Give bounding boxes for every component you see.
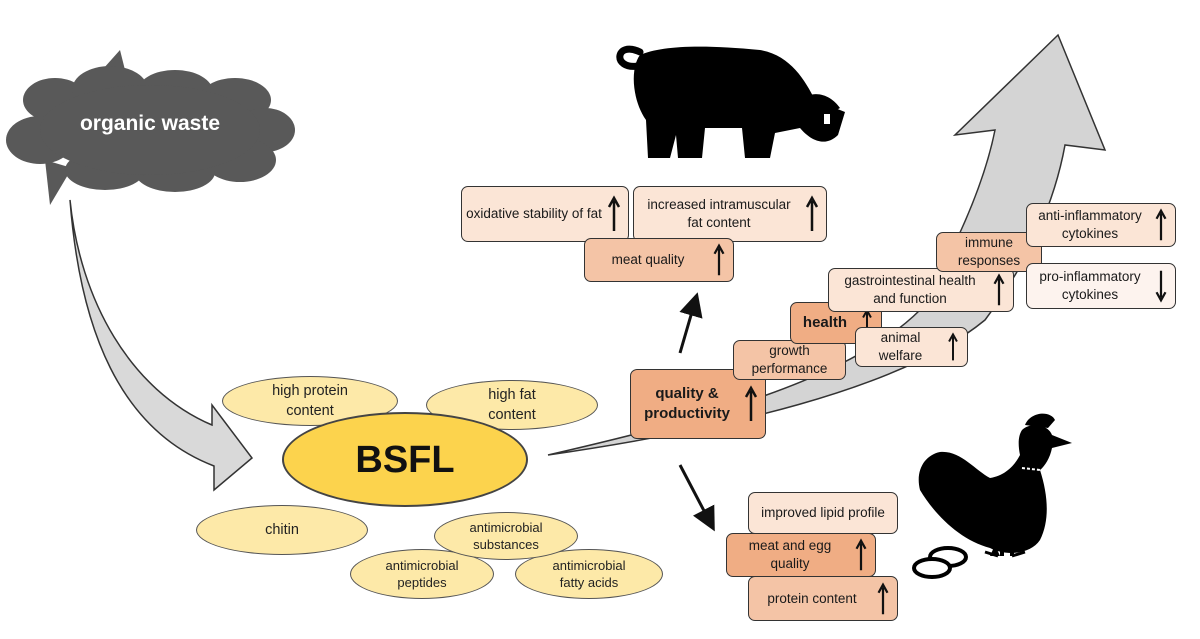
gastrointestinal-label: gastrointestinal health and function: [844, 273, 976, 306]
lipid-profile-box: improved lipid profile: [748, 492, 898, 534]
property-antimicrobial-substances: antimicrobial substances: [434, 512, 578, 560]
oxidative-stability-box: oxidative stability of fat: [461, 186, 629, 242]
quality-productivity-box: quality & productivity: [630, 369, 766, 439]
pro-inflammatory-label: pro-inflammatory cytokines: [1039, 269, 1141, 302]
to-poultry-arrow: [678, 464, 715, 532]
waste-to-bsfl-arrow: [69, 199, 254, 492]
property-antimicrobial-fatty-acids: antimicrobial fatty acids: [515, 549, 663, 599]
immune-responses-box: immune responses: [936, 232, 1042, 272]
organic-waste-cloud: [6, 50, 295, 205]
animal-welfare-box: animal welfare: [855, 327, 968, 367]
organic-waste-label: organic waste: [79, 112, 221, 135]
property-chitin-label: chitin: [265, 522, 299, 538]
property-antimicrobial-peptides: antimicrobial peptides: [350, 549, 494, 599]
intramuscular-fat-label: increased intramuscular fat content: [647, 197, 791, 230]
meat-egg-quality-box: meat and egg quality: [726, 533, 876, 577]
immune-responses-label: immune responses: [957, 235, 1021, 268]
down-arrow-icon: [1155, 270, 1167, 303]
growth-performance-label: growth performance: [751, 343, 828, 376]
gastrointestinal-box: gastrointestinal health and function: [828, 268, 1014, 312]
anti-inflammatory-box: anti-inflammatory cytokines: [1026, 203, 1176, 247]
protein-content-label: protein content: [767, 590, 857, 606]
property-high-protein-label: high protein content: [272, 383, 348, 419]
meat-quality-box: meat quality: [584, 238, 734, 282]
animal-welfare-label: animal welfare: [878, 330, 923, 363]
growth-performance-box: growth performance: [733, 340, 846, 380]
eggs-icon: [912, 546, 968, 579]
intramuscular-fat-box: increased intramuscular fat content: [633, 186, 827, 242]
up-arrow-icon: [877, 581, 889, 614]
up-arrow-icon: [713, 243, 725, 276]
bsfl-label: BSFL: [355, 438, 455, 481]
oxidative-stability-label: oxidative stability of fat: [466, 206, 602, 221]
property-high-fat-label: high fat content: [488, 387, 536, 423]
up-arrow-icon: [607, 195, 621, 231]
property-antimicrobial-substances-label: antimicrobial substances: [469, 520, 543, 552]
up-arrow-icon: [855, 538, 867, 571]
lipid-profile-label: improved lipid profile: [761, 505, 885, 520]
up-arrow-icon: [805, 195, 819, 231]
quality-productivity-label: quality & productivity: [644, 385, 730, 422]
up-arrow-icon: [744, 385, 758, 421]
chicken-silhouette-icon: [918, 413, 1072, 558]
to-pig-arrow: [678, 292, 703, 354]
health-label: health: [802, 314, 848, 331]
anti-inflammatory-label: anti-inflammatory cytokines: [1038, 208, 1142, 241]
property-chitin: chitin: [196, 505, 368, 555]
property-antimicrobial-peptides-label: antimicrobial peptides: [385, 558, 459, 590]
up-arrow-icon: [993, 273, 1005, 306]
protein-content-box: protein content: [748, 576, 898, 621]
up-arrow-icon: [948, 332, 958, 361]
up-arrow-icon: [1155, 208, 1167, 241]
meat-egg-quality-label: meat and egg quality: [748, 538, 832, 571]
meat-quality-label: meat quality: [611, 252, 685, 267]
bsfl-center: BSFL: [282, 412, 528, 507]
pro-inflammatory-box: pro-inflammatory cytokines: [1026, 263, 1176, 309]
pig-silhouette-icon: [616, 45, 845, 158]
property-antimicrobial-fatty-acids-label: antimicrobial fatty acids: [552, 558, 626, 590]
